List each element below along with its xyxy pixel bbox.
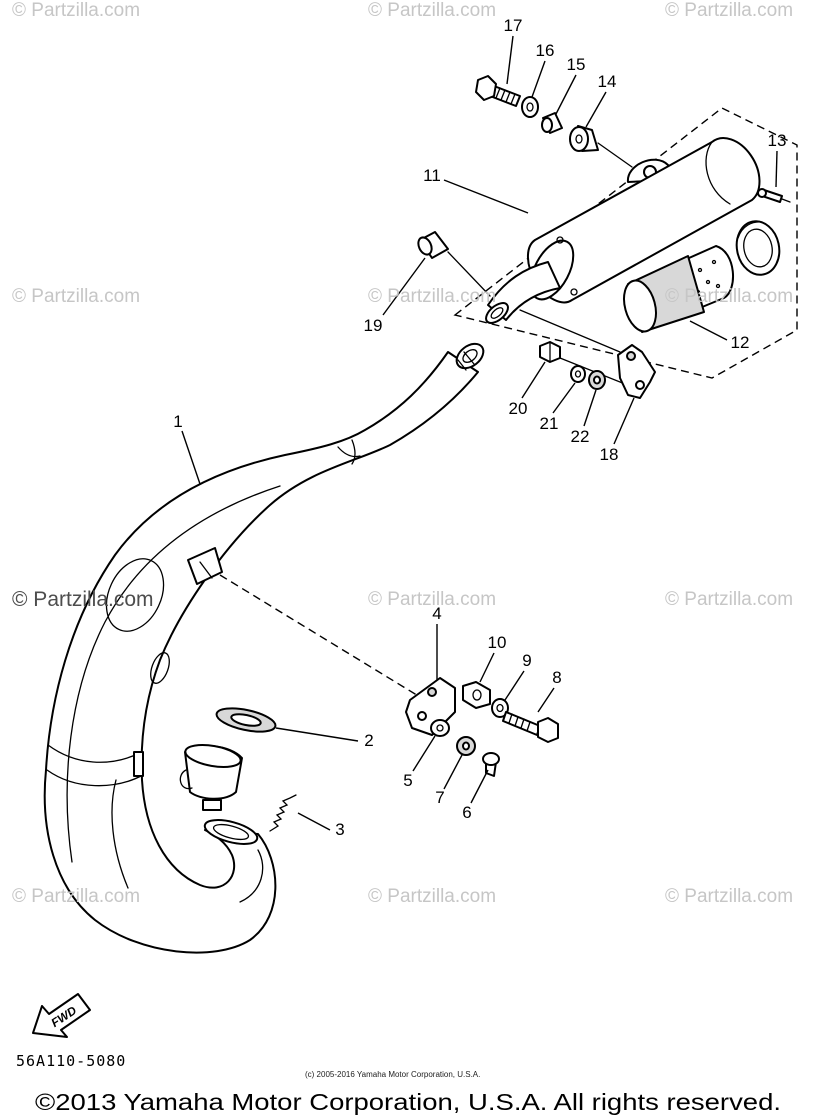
part-22-washer bbox=[588, 370, 606, 390]
watermark: © Partzilla.com bbox=[665, 0, 793, 21]
callout-22: 22 bbox=[571, 427, 590, 446]
muffler-end-cap bbox=[735, 220, 781, 276]
leader-13 bbox=[775, 150, 778, 188]
part-21-washer bbox=[570, 365, 586, 383]
callout-18: 18 bbox=[600, 445, 619, 464]
leader-6 bbox=[470, 769, 489, 804]
part-8-bolt bbox=[502, 711, 559, 743]
copyright-line: ©2013 Yamaha Motor Corporation, U.S.A. A… bbox=[35, 1089, 781, 1115]
part-9-washer bbox=[491, 698, 509, 718]
leader-10 bbox=[479, 652, 495, 683]
leader-7 bbox=[443, 754, 463, 790]
part-19-collar bbox=[417, 231, 449, 259]
watermark: © Partzilla.com bbox=[665, 286, 793, 307]
leader-3 bbox=[297, 812, 331, 831]
leader-16 bbox=[531, 60, 546, 98]
callout-20: 20 bbox=[509, 399, 528, 418]
leader-8 bbox=[537, 687, 555, 713]
leader-lines bbox=[181, 35, 778, 831]
part-2-gasket bbox=[215, 707, 277, 733]
callout-17: 17 bbox=[504, 16, 523, 35]
part-14-damper bbox=[569, 125, 599, 152]
part-13-screw bbox=[757, 188, 791, 203]
callout-9: 9 bbox=[522, 651, 531, 670]
callout-2: 2 bbox=[364, 731, 373, 750]
exhaust-flange-joint bbox=[179, 744, 243, 811]
callout-16: 16 bbox=[536, 41, 555, 60]
mount-line-14 bbox=[597, 142, 633, 168]
callout-8: 8 bbox=[552, 668, 561, 687]
callout-7: 7 bbox=[435, 788, 444, 807]
part-5-washer bbox=[430, 719, 450, 737]
watermark: © Partzilla.com bbox=[368, 886, 496, 907]
part-15-collar bbox=[541, 112, 563, 134]
leader-20 bbox=[521, 361, 546, 399]
leader-19 bbox=[382, 257, 426, 316]
mount-line-19 bbox=[447, 251, 491, 297]
leader-1 bbox=[181, 430, 201, 485]
forward-arrow-icon: FWD bbox=[32, 993, 91, 1038]
part-3-spring bbox=[269, 794, 297, 832]
mount-line-18a bbox=[519, 309, 621, 353]
watermark: © Partzilla.com bbox=[12, 0, 140, 21]
muffler-assembly-dashed-box bbox=[453, 107, 798, 379]
callout-21: 21 bbox=[540, 414, 559, 433]
part-6-bolt bbox=[482, 752, 500, 777]
part-18-bracket bbox=[617, 344, 656, 399]
leader-18 bbox=[613, 397, 635, 445]
leader-5 bbox=[412, 735, 436, 772]
part-20-bolt bbox=[539, 341, 561, 363]
watermark: © Partzilla.com bbox=[368, 589, 496, 610]
part-10-washer bbox=[462, 681, 491, 709]
leader-12 bbox=[689, 320, 728, 341]
callout-4: 4 bbox=[432, 604, 441, 623]
leader-15 bbox=[555, 74, 577, 115]
part-17-bolt bbox=[475, 75, 521, 107]
watermarks: © Partzilla.com © Partzilla.com © Partzi… bbox=[12, 0, 793, 907]
callout-10: 10 bbox=[488, 633, 507, 652]
leader-9 bbox=[504, 670, 525, 701]
leader-14 bbox=[585, 91, 607, 128]
part-1-exhaust-pipe bbox=[43, 342, 485, 954]
leader-21 bbox=[552, 382, 576, 414]
callout-13: 13 bbox=[768, 131, 787, 150]
small-copyright-notice: (c) 2005-2016 Yamaha Motor Corporation, … bbox=[305, 1070, 480, 1079]
watermark: © Partzilla.com bbox=[368, 286, 496, 307]
watermark: © Partzilla.com bbox=[12, 886, 140, 907]
leader-2 bbox=[275, 727, 359, 742]
part-7-washer bbox=[456, 736, 476, 756]
callout-3: 3 bbox=[335, 820, 344, 839]
callout-19: 19 bbox=[364, 316, 383, 335]
watermark: © Partzilla.com bbox=[12, 588, 154, 611]
watermark: © Partzilla.com bbox=[665, 589, 793, 610]
watermark: © Partzilla.com bbox=[12, 286, 140, 307]
callout-labels: 17 16 15 14 13 11 12 19 20 21 22 18 1 4 … bbox=[173, 16, 786, 839]
leader-17 bbox=[506, 35, 514, 85]
callout-5: 5 bbox=[403, 771, 412, 790]
part-16-washer bbox=[521, 96, 539, 118]
callout-12: 12 bbox=[731, 333, 750, 352]
diagram-code: 56A110-5080 bbox=[16, 1052, 126, 1070]
part-11-muffler bbox=[485, 137, 761, 324]
callout-14: 14 bbox=[598, 72, 617, 91]
part-12-packing bbox=[623, 245, 735, 333]
leader-22 bbox=[583, 389, 597, 427]
callout-15: 15 bbox=[567, 55, 586, 74]
callout-1: 1 bbox=[173, 412, 182, 431]
leader-11 bbox=[443, 179, 529, 214]
callout-11: 11 bbox=[423, 166, 441, 185]
watermark: © Partzilla.com bbox=[368, 0, 496, 21]
pipe-tab-mount-line bbox=[219, 574, 421, 698]
watermark: © Partzilla.com bbox=[665, 886, 793, 907]
callout-6: 6 bbox=[462, 803, 471, 822]
